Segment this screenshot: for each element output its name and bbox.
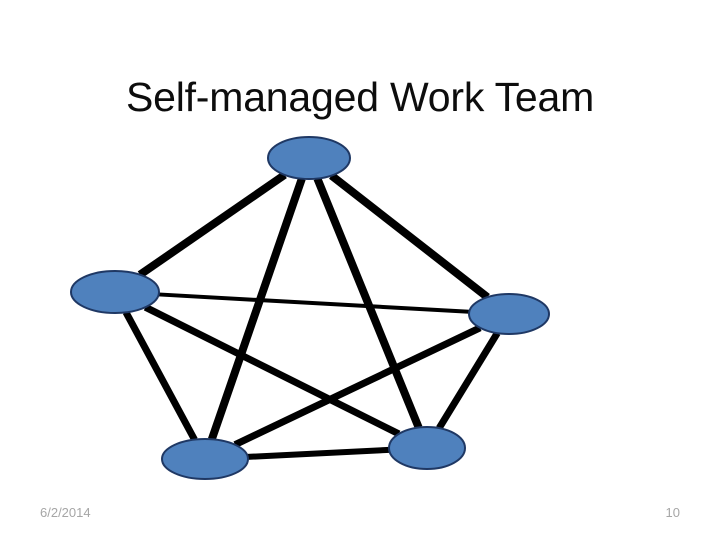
page-title: Self-managed Work Team [125, 74, 595, 120]
diagram-node-left [70, 270, 160, 314]
footer-page-number: 10 [665, 505, 680, 520]
diagram-edge [436, 331, 501, 430]
diagram-edge [233, 324, 482, 448]
diagram-nodes [70, 136, 550, 480]
diagram-node-bottom-left [161, 438, 249, 480]
diagram-edge [158, 292, 470, 314]
diagram-edge [247, 446, 390, 460]
diagram-edge [143, 304, 401, 438]
diagram-node-bottom-right [388, 426, 466, 470]
diagram-edges [122, 171, 501, 460]
diagram-node-top [267, 136, 351, 180]
diagram-node-right [468, 293, 550, 335]
diagram-edge [329, 172, 490, 301]
diagram-edge [137, 171, 287, 279]
diagram-edge [208, 177, 306, 441]
diagram-edge [313, 177, 423, 430]
diagram-edge [122, 310, 198, 442]
footer-date: 6/2/2014 [40, 505, 91, 520]
